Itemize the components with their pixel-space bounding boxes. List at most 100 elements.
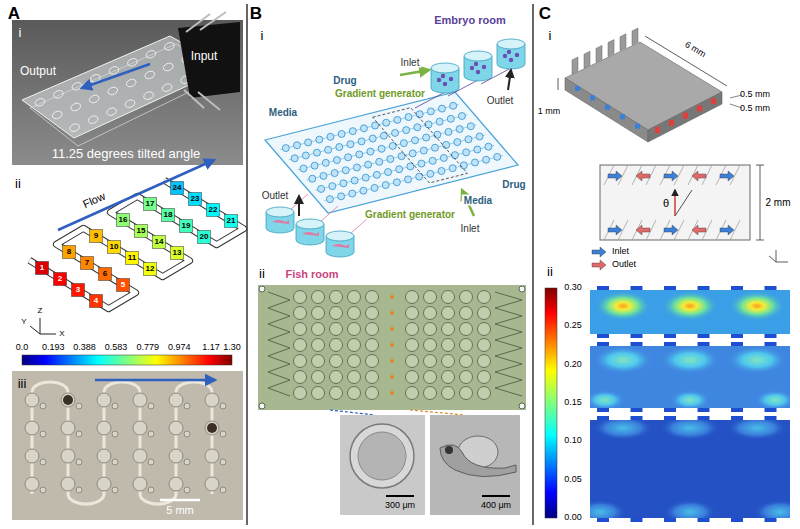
groove-hatch (664, 225, 678, 235)
device-channel (205, 421, 219, 435)
chamber-circle (476, 133, 483, 140)
flow-arrow (58, 160, 214, 230)
velocity-plot (727, 420, 787, 440)
cross-section (674, 190, 676, 216)
port-label: Outlet (260, 190, 291, 201)
chamber-square (81, 257, 94, 270)
room-cylinder (431, 63, 459, 73)
plot-notch (631, 408, 643, 412)
velocity-plot (593, 346, 653, 374)
chamber-circle (291, 155, 298, 162)
chamber-circle (294, 142, 301, 149)
color-bar (22, 355, 232, 365)
block-tooth (655, 127, 660, 133)
device-channel (76, 403, 82, 409)
chamber-circle (478, 307, 491, 320)
plot-notch (731, 334, 743, 338)
chamber-circle (325, 146, 332, 153)
port-label: Inlet (459, 223, 482, 234)
flow-label: Flow (81, 190, 107, 210)
groove-hatch (608, 225, 622, 235)
chamber-circle (330, 387, 343, 400)
chamber-circle (331, 170, 338, 177)
chamber-square (108, 241, 121, 254)
chamber-circle (360, 187, 367, 194)
room-cylinder (497, 39, 525, 49)
chamber-circle (315, 145, 494, 190)
chamber-circle (406, 307, 419, 320)
plot-notch (597, 286, 777, 522)
chip-chamber (87, 114, 99, 124)
chamber-square (90, 295, 103, 308)
room-label: Fish room (285, 268, 338, 280)
chamber-circle (348, 355, 361, 368)
serpentine-channel (29, 180, 243, 308)
groove-hatch (608, 171, 622, 181)
block-tooth (608, 40, 614, 57)
scale-tick: 0.30 (564, 283, 582, 293)
chamber-square (225, 215, 238, 228)
chip-photo (178, 22, 240, 98)
chip-chamber (162, 62, 174, 72)
chamber-circle (365, 161, 372, 168)
plot-notch (597, 416, 609, 420)
chamber-circle (423, 134, 430, 141)
device-channel (97, 449, 111, 463)
chamber-square (144, 198, 157, 211)
chamber-circle (519, 403, 525, 409)
block-tooth (572, 28, 716, 133)
chamber-circle (460, 339, 473, 352)
chamber-circle (348, 371, 361, 384)
device-channel (148, 431, 154, 437)
scale-tick: 0.00 (564, 513, 582, 523)
chamber-circle (390, 327, 394, 331)
axis-glyph (776, 250, 777, 262)
chamber-circle (406, 387, 419, 400)
device-channel (205, 477, 219, 491)
chamber-circle (348, 307, 361, 320)
velocity-plot (754, 500, 790, 518)
callout-number: 8 (67, 248, 71, 257)
chamber-circle (336, 144, 343, 151)
chamber-circle (478, 291, 491, 304)
room-cylinder (464, 51, 492, 61)
velocity-plot (670, 390, 710, 408)
chip-photo (186, 12, 226, 32)
chamber-circle (326, 196, 333, 203)
chamber-square (171, 247, 184, 260)
block-tooth (683, 113, 688, 119)
device-channel (104, 382, 140, 392)
chamber-circle (348, 323, 361, 336)
room-cylinder (482, 65, 486, 69)
chamber-circle (282, 145, 289, 152)
block-tooth (572, 57, 578, 74)
device-channel (40, 403, 46, 409)
legend-label: Outlet (612, 260, 636, 270)
embryo-photo (358, 432, 406, 480)
chamber-square (90, 230, 103, 243)
chamber-square (36, 262, 49, 275)
groove-hatch (720, 225, 734, 235)
chamber-circle (366, 355, 379, 368)
room-cylinder (507, 50, 511, 54)
chamber-circle (406, 339, 419, 352)
plot-notch (698, 286, 710, 290)
chamber-circle (371, 184, 378, 191)
chamber-circle (307, 135, 486, 180)
chip-schematic (400, 70, 429, 75)
chamber-circle (424, 323, 437, 336)
chamber-square (207, 204, 220, 217)
device-channel (169, 449, 183, 463)
room-cylinder (272, 220, 289, 224)
plot-notch (631, 334, 643, 338)
chamber-circle (442, 323, 455, 336)
plot-notch (698, 334, 710, 338)
chamber-circle (434, 131, 441, 138)
device-channel (68, 494, 104, 504)
chamber-circle (289, 115, 468, 160)
chamber-circle (438, 105, 445, 112)
chamber-circle (373, 108, 468, 183)
chamber-circle (312, 323, 325, 336)
chamber-square (189, 193, 202, 206)
serpentine-channel (29, 180, 243, 308)
